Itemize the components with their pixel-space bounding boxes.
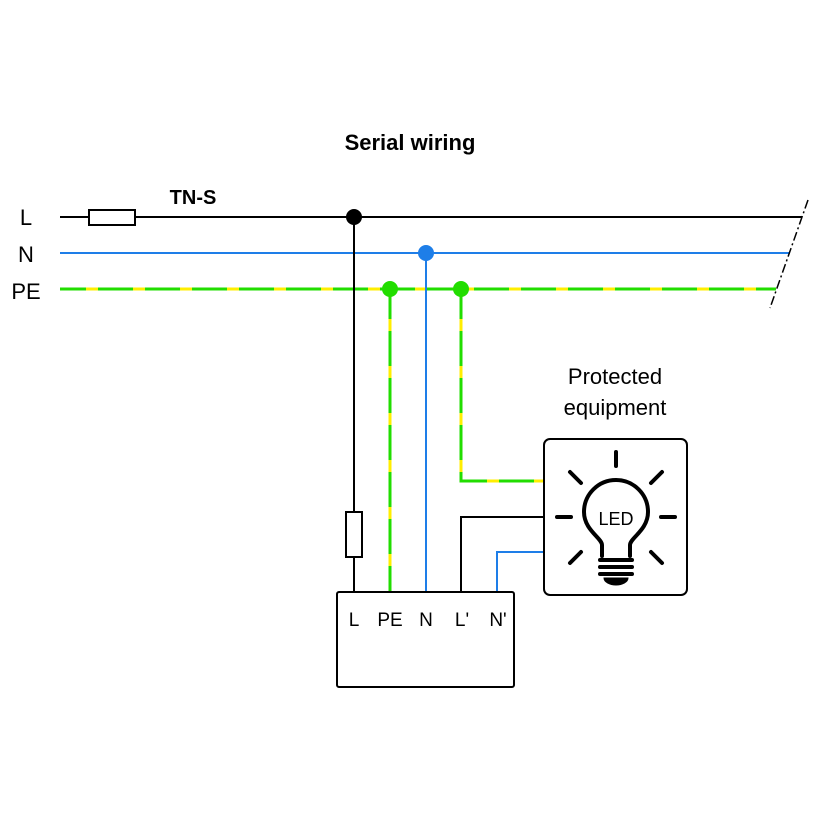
junction-PE-device xyxy=(382,281,398,297)
terminal-N: N xyxy=(419,610,433,631)
wire-L-drop xyxy=(345,217,363,592)
terminal-L-prime: L' xyxy=(455,610,469,631)
bulb-label: LED xyxy=(598,509,633,529)
label-L: L xyxy=(20,205,32,230)
terminal-N-prime: N' xyxy=(489,610,506,631)
wire-L-prime xyxy=(460,516,544,592)
wire-N-prime xyxy=(496,551,544,592)
wire-PE-equipment xyxy=(459,289,544,483)
bus-L xyxy=(60,209,802,226)
terminal-PE: PE xyxy=(377,610,402,631)
equipment-caption-line2: equipment xyxy=(564,395,667,420)
device-fuse xyxy=(345,511,363,558)
terminal-L: L xyxy=(349,610,360,631)
label-PE: PE xyxy=(11,279,40,304)
protected-equipment: LED xyxy=(543,438,688,596)
led-bulb-icon xyxy=(555,450,677,586)
junction-N xyxy=(418,245,434,261)
diagram-title: Serial wiring xyxy=(345,130,476,155)
system-label: TN-S xyxy=(170,187,217,209)
protection-device: L PE N L' N' xyxy=(336,591,515,688)
main-fuse xyxy=(88,209,136,226)
junction-PE-equipment xyxy=(453,281,469,297)
label-N: N xyxy=(18,242,34,267)
break-line xyxy=(769,199,809,309)
junction-L xyxy=(346,209,362,225)
equipment-caption-line1: Protected xyxy=(568,364,662,389)
